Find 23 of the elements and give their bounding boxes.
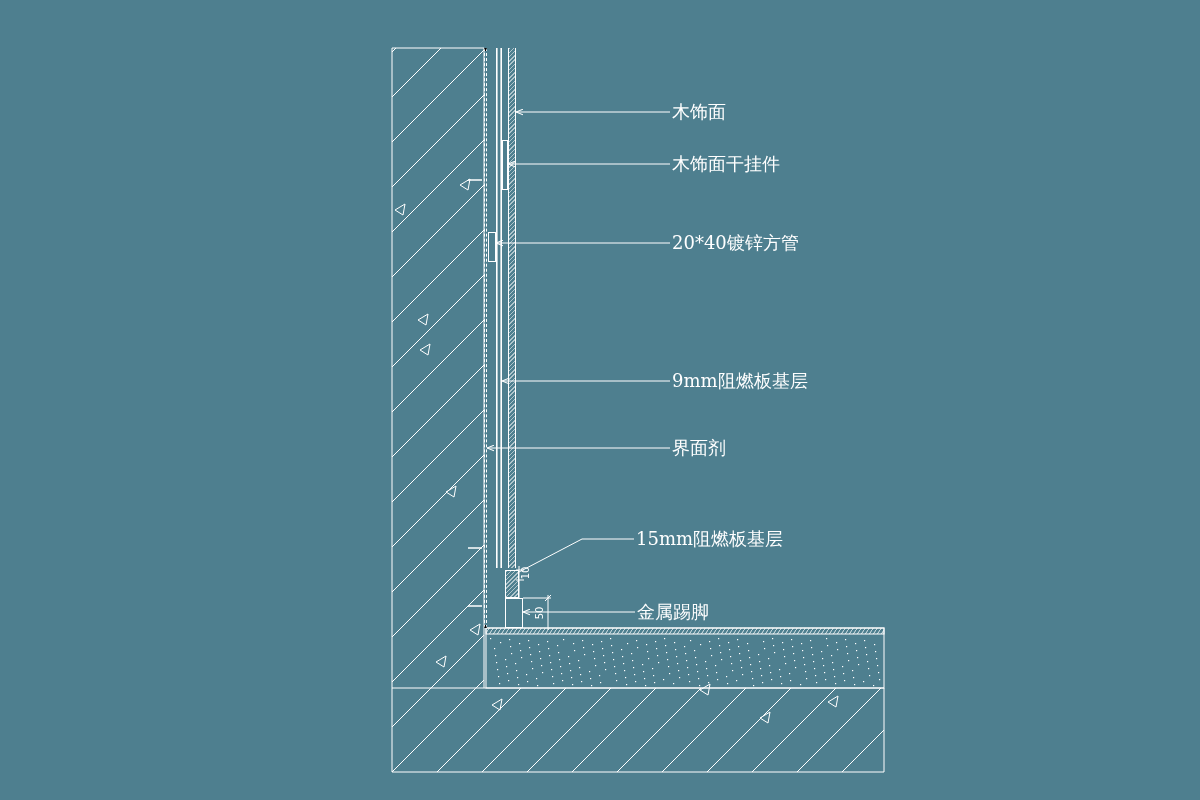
board-layer: [496, 48, 502, 568]
board-block: [505, 570, 519, 598]
primer-layer: [484, 48, 487, 628]
callout-text: 金属踢脚: [637, 601, 787, 623]
leader-line: [522, 608, 636, 616]
callout-text: 木饰面: [672, 101, 822, 123]
leader-line: [501, 377, 671, 385]
callout-text: 木饰面干挂件: [672, 153, 822, 175]
callout-text: 界面剂: [672, 437, 822, 459]
hanger-bracket: [502, 140, 508, 190]
leader-line: [515, 108, 671, 116]
wood-veneer-layer: [508, 48, 516, 568]
dimension-label: 10: [521, 566, 532, 580]
callout-text: 20*40镀锌方管: [672, 232, 822, 254]
leader-line: [486, 444, 671, 452]
leader-line: [507, 160, 671, 168]
leader-line: [518, 538, 635, 573]
leader-line: [495, 239, 671, 247]
callout-text: 15mm阻燃板基层: [636, 528, 786, 550]
callout-text: 9mm阻燃板基层: [672, 370, 822, 392]
dimension-label: 50: [535, 606, 546, 620]
skirting-profile: [505, 598, 523, 628]
square-tube-profile: [488, 232, 496, 262]
